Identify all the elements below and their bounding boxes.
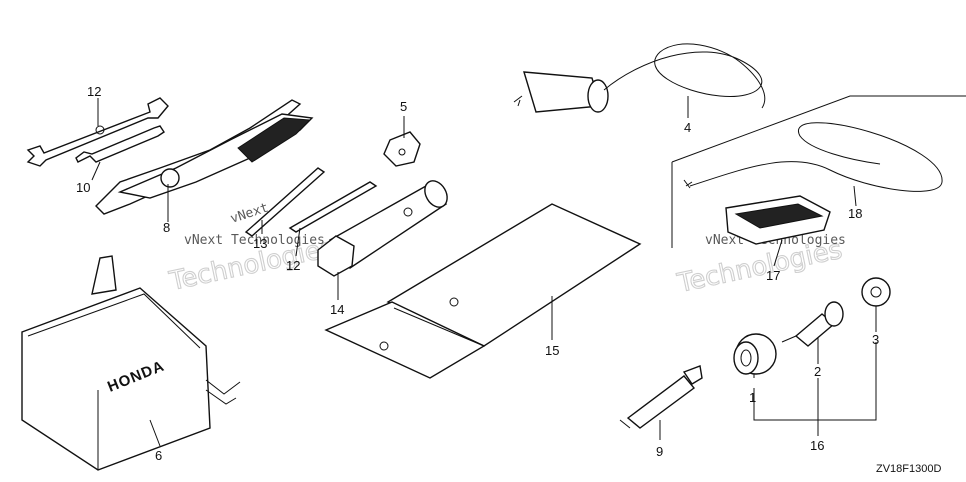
part-number-8: 8 — [163, 220, 170, 235]
part-number-10: 10 — [76, 180, 90, 195]
handle-part-17 — [725, 195, 831, 245]
part-number-9: 9 — [656, 444, 663, 459]
bolt-part-2 — [781, 301, 844, 347]
cover-part-6: HONDA — [21, 255, 241, 471]
pliers-part-8 — [95, 99, 314, 215]
part-number-15: 15 — [545, 343, 559, 358]
part-number-16: 16 — [810, 438, 824, 453]
diagram-code: ZV18F1300D — [876, 463, 941, 475]
wrench-part-10 — [75, 125, 165, 163]
leader-lines — [91, 96, 877, 447]
part-number-17: 17 — [766, 268, 780, 283]
part-number-2: 2 — [814, 364, 821, 379]
clip-part-5 — [383, 131, 421, 167]
spark-plug-part-9 — [619, 365, 703, 429]
tool-bag-part-15 — [324, 203, 642, 379]
part-number-4: 4 — [684, 120, 691, 135]
starter-rope-part-18 — [683, 122, 943, 192]
watermark-line2-left: vNext Technologies — [184, 233, 325, 248]
part-number-12: 12 — [286, 258, 300, 273]
starter-rope-part-4 — [513, 43, 766, 113]
part-number-5: 5 — [400, 99, 407, 114]
part-number-18: 18 — [848, 206, 862, 221]
part-number-14: 14 — [330, 302, 344, 317]
watermark-left: Technologies vNext vNext Technologies — [166, 200, 338, 297]
part-number-11: 12 — [87, 84, 101, 99]
part-number-6: 6 — [155, 448, 162, 463]
washer-part-3 — [861, 277, 891, 307]
part-number-13: 13 — [253, 236, 267, 251]
screwdriver-part-13 — [244, 167, 326, 237]
wrench-part-11 — [26, 97, 169, 167]
screwdriver-part-12 — [288, 181, 378, 233]
knob-part-1 — [733, 333, 777, 375]
part-number-3: 3 — [872, 332, 879, 347]
panel-outline — [671, 95, 966, 163]
plug-wrench-part-14 — [317, 180, 448, 277]
part-number-1: 1 — [749, 390, 756, 405]
